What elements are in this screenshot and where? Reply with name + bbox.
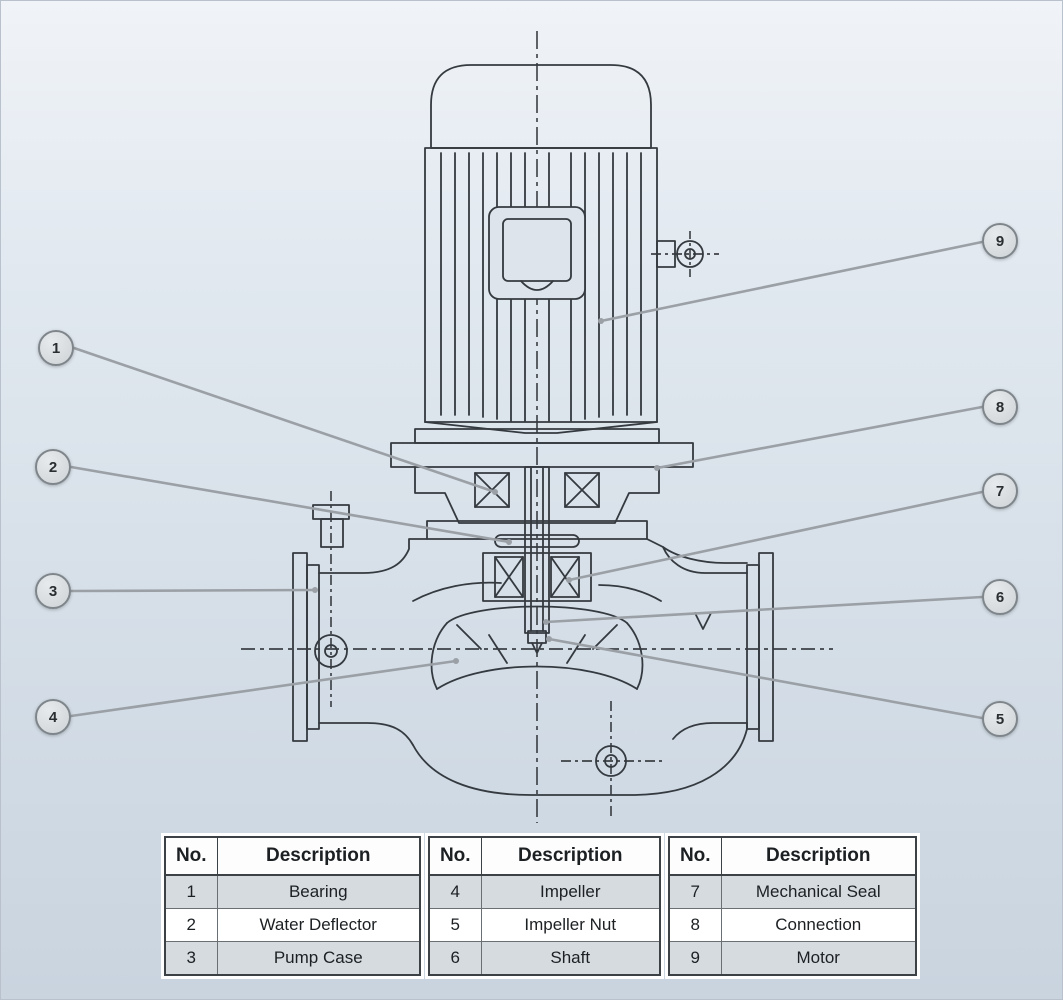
callout-4: 4 <box>35 699 71 735</box>
part-no: 8 <box>668 908 722 942</box>
col-header-no: No. <box>668 836 722 876</box>
part-desc: Mechanical Seal <box>720 874 917 909</box>
part-no: 5 <box>428 908 482 942</box>
parts-table-1: No. Description 1 Bearing 2 Water Deflec… <box>164 836 421 976</box>
part-desc: Shaft <box>480 941 661 976</box>
col-header-no: No. <box>164 836 218 876</box>
callout-2: 2 <box>35 449 71 485</box>
part-desc: Water Deflector <box>216 908 421 942</box>
part-no: 3 <box>164 941 218 976</box>
part-desc: Connection <box>720 908 917 942</box>
part-desc: Impeller <box>480 874 661 909</box>
callout-9-label: 9 <box>995 232 1005 250</box>
callout-4-label: 4 <box>48 708 58 726</box>
col-header-no: No. <box>428 836 482 876</box>
callout-9: 9 <box>982 223 1018 259</box>
callout-7: 7 <box>982 473 1018 509</box>
table-row: 8 Connection <box>668 908 917 942</box>
callout-2-label: 2 <box>48 458 58 476</box>
table-header-row: No. Description <box>668 836 917 876</box>
callout-8-label: 8 <box>995 398 1005 416</box>
callout-3: 3 <box>35 573 71 609</box>
callout-5-label: 5 <box>995 710 1005 728</box>
part-desc: Impeller Nut <box>480 908 661 942</box>
col-header-description: Description <box>720 836 917 876</box>
part-no: 7 <box>668 874 722 909</box>
part-no: 1 <box>164 874 218 909</box>
callout-8: 8 <box>982 389 1018 425</box>
parts-table-2: No. Description 4 Impeller 5 Impeller Nu… <box>428 836 661 976</box>
table-header-row: No. Description <box>428 836 661 876</box>
part-desc: Pump Case <box>216 941 421 976</box>
col-header-description: Description <box>480 836 661 876</box>
part-no: 2 <box>164 908 218 942</box>
part-no: 6 <box>428 941 482 976</box>
callout-6-label: 6 <box>995 588 1005 606</box>
table-header-row: No. Description <box>164 836 421 876</box>
callout-6: 6 <box>982 579 1018 615</box>
table-row: 5 Impeller Nut <box>428 908 661 942</box>
callout-7-label: 7 <box>995 482 1005 500</box>
pump-outline <box>292 64 774 796</box>
parts-table-3: No. Description 7 Mechanical Seal 8 Conn… <box>668 836 917 976</box>
table-row: 6 Shaft <box>428 941 661 976</box>
part-desc: Bearing <box>216 874 421 909</box>
table-row: 1 Bearing <box>164 874 421 909</box>
part-desc: Motor <box>720 941 917 976</box>
part-no: 9 <box>668 941 722 976</box>
table-row: 7 Mechanical Seal <box>668 874 917 909</box>
table-row: 4 Impeller <box>428 874 661 909</box>
table-row: 3 Pump Case <box>164 941 421 976</box>
col-header-description: Description <box>216 836 421 876</box>
centerlines <box>241 31 833 823</box>
leader-lines <box>69 240 984 720</box>
part-no: 4 <box>428 874 482 909</box>
table-row: 9 Motor <box>668 941 917 976</box>
leader-endpoints <box>312 318 660 664</box>
callout-1-label: 1 <box>51 339 61 357</box>
callout-5: 5 <box>982 701 1018 737</box>
table-row: 2 Water Deflector <box>164 908 421 942</box>
callout-3-label: 3 <box>48 582 58 600</box>
callout-1: 1 <box>38 330 74 366</box>
